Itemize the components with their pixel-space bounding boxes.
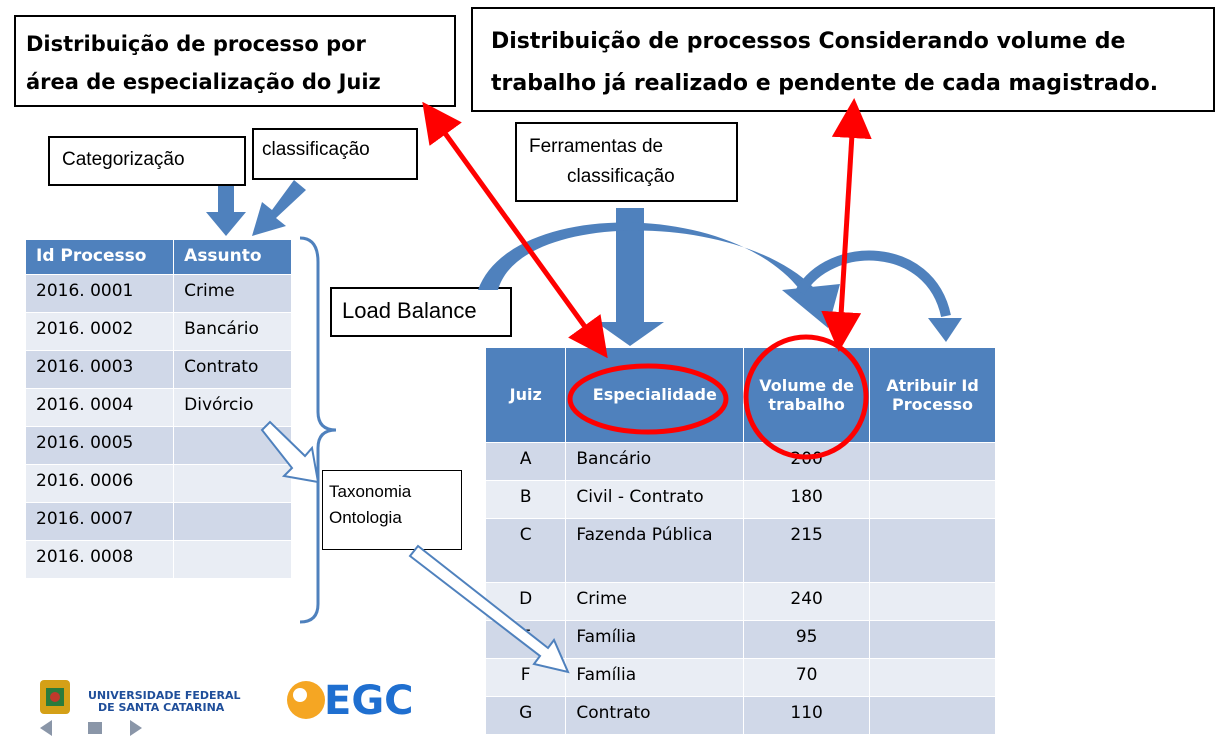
hollow-arrow-to-taxonomia	[260, 420, 320, 484]
cell-juiz: B	[486, 480, 567, 519]
cell-volume: 110	[743, 696, 871, 735]
left-title-line-2: área de especialização do Juiz	[26, 70, 381, 94]
table-row: 2016. 0005	[26, 426, 292, 465]
nav-forward-icon[interactable]	[130, 720, 142, 736]
nav-menu-icon[interactable]	[88, 722, 102, 734]
cell-volume: 215	[743, 518, 871, 583]
classificacao-down-arrow	[252, 180, 306, 236]
table-row: 2016. 0007	[26, 502, 292, 541]
cell-id: 2016. 0006	[26, 464, 175, 503]
right-title-line-1: Distribuição de processos Considerando v…	[491, 29, 1126, 54]
cell-id: 2016. 0001	[26, 274, 175, 313]
volume-to-atribuir-curved-arrow	[795, 250, 962, 342]
cell-especialidade: Família	[565, 658, 745, 697]
cell-volume: 70	[743, 658, 871, 697]
university-name-line-2: DE SANTA CATARINA	[98, 701, 225, 714]
table-row: 2016. 0006	[26, 464, 292, 503]
judge-table: Juiz Especialidade Volume de trabalho At…	[486, 348, 996, 735]
cell-volume: 200	[743, 442, 871, 481]
left-title-box: Distribuição de processo por área de esp…	[14, 15, 456, 107]
table-row: EFamília95	[486, 620, 996, 659]
cell-id: 2016. 0003	[26, 350, 175, 389]
taxonomia-label-1: Taxonomia	[329, 482, 412, 501]
cell-id: 2016. 0008	[26, 540, 175, 579]
cell-especialidade: Crime	[565, 582, 745, 621]
volume-highlight-circle	[743, 334, 869, 460]
cell-assunto: Contrato	[173, 350, 292, 389]
cell-especialidade: Família	[565, 620, 745, 659]
red-double-arrow-right	[821, 98, 872, 352]
red-double-arrow-left	[422, 101, 608, 359]
university-name-line-1: UNIVERSIDADE FEDERAL	[88, 689, 241, 702]
cell-id: 2016. 0005	[26, 426, 175, 465]
especialidade-highlight-circle	[567, 363, 729, 435]
cell-volume: 95	[743, 620, 871, 659]
egc-logo-icon	[287, 681, 325, 719]
cell-atribuir	[869, 442, 996, 481]
cell-id: 2016. 0007	[26, 502, 175, 541]
cell-juiz: C	[486, 518, 567, 583]
load-balance-curved-arrow	[478, 222, 840, 328]
cell-assunto: Divórcio	[173, 388, 292, 427]
egc-logo-text: EGC	[324, 678, 414, 724]
left-title-line-1: Distribuição de processo por	[26, 32, 366, 56]
cell-juiz: E	[486, 620, 567, 659]
cell-assunto	[173, 540, 292, 579]
nav-back-icon[interactable]	[40, 720, 52, 736]
cell-assunto: Crime	[173, 274, 292, 313]
right-title-line-2: trabalho já realizado e pendente de cada…	[491, 71, 1159, 96]
brace	[299, 236, 337, 624]
categorizacao-down-arrow	[206, 186, 246, 236]
university-crest-icon	[40, 680, 70, 714]
right-title-box: Distribuição de processos Considerando v…	[471, 7, 1215, 112]
cell-volume: 240	[743, 582, 871, 621]
cell-juiz: F	[486, 658, 567, 697]
cell-atribuir	[869, 620, 996, 659]
cell-especialidade: Fazenda Pública	[565, 518, 745, 583]
cell-atribuir	[869, 518, 996, 583]
cell-id: 2016. 0002	[26, 312, 175, 351]
cell-atribuir	[869, 582, 996, 621]
taxonomia-box: Taxonomia Ontologia	[322, 470, 462, 550]
cell-atribuir	[869, 658, 996, 697]
cell-juiz: G	[486, 696, 567, 735]
cell-assunto	[173, 464, 292, 503]
categorizacao-box: Categorização	[48, 136, 246, 186]
cell-juiz: A	[486, 442, 567, 481]
table-row: 2016. 0008	[26, 540, 292, 579]
classificacao-label: classificação	[262, 139, 370, 160]
header-volume: Volume de trabalho	[743, 348, 871, 443]
taxonomia-label-2: Ontologia	[329, 508, 402, 527]
header-id-processo: Id Processo	[26, 240, 175, 275]
cell-atribuir	[869, 696, 996, 735]
hollow-arrow-to-familia	[408, 544, 570, 674]
cell-especialidade: Civil - Contrato	[565, 480, 745, 519]
cell-assunto: Bancário	[173, 312, 292, 351]
cell-atribuir	[869, 480, 996, 519]
header-juiz: Juiz	[486, 348, 567, 443]
cell-volume: 180	[743, 480, 871, 519]
header-assunto: Assunto	[173, 240, 292, 275]
header-atribuir: Atribuir Id Processo	[869, 348, 996, 443]
cell-id: 2016. 0004	[26, 388, 175, 427]
categorizacao-label: Categorização	[62, 149, 185, 170]
cell-especialidade: Contrato	[565, 696, 745, 735]
cell-assunto	[173, 502, 292, 541]
university-logo: UNIVERSIDADE FEDERAL DE SANTA CATARINA	[88, 690, 241, 714]
cell-especialidade: Bancário	[565, 442, 745, 481]
classificacao-box: classificação	[252, 128, 418, 180]
